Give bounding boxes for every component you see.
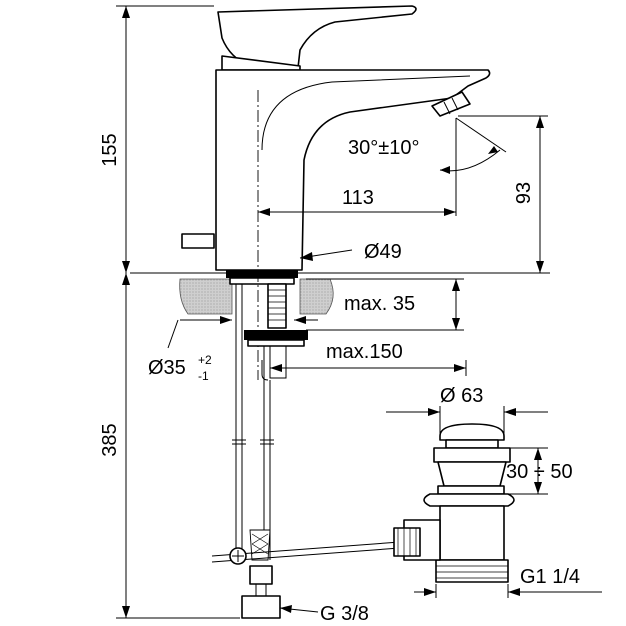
- aerator: [431, 91, 471, 117]
- dim-hole-diameter: Ø35 +2 -1: [148, 353, 212, 383]
- dim-93: 93: [513, 182, 535, 204]
- dim-connection-thread: G 3/8: [320, 603, 369, 625]
- fixing-assembly: [244, 283, 308, 381]
- dim-max-35: max. 35: [344, 293, 415, 315]
- dim-155: 155: [99, 133, 121, 166]
- dim-385: 385: [99, 423, 121, 456]
- dim-max-150: max.150: [326, 341, 403, 363]
- svg-text:+2: +2: [198, 353, 212, 367]
- svg-text:-1: -1: [198, 369, 209, 383]
- svg-text:Ø35: Ø35: [148, 357, 186, 379]
- dimension-labels: 155 385 93 30°±10° 113 Ø49 max. 35 Ø35 +…: [99, 133, 580, 625]
- dimension-arrows: [122, 6, 544, 618]
- dim-113: 113: [342, 187, 374, 209]
- dim-waste-adjust: 30 ÷ 50: [506, 461, 573, 483]
- dim-waste-thread: G1 1/4: [520, 566, 580, 588]
- dim-body-diameter: Ø49: [364, 241, 402, 263]
- popup-knob: [181, 233, 215, 249]
- faucet-body: [181, 5, 491, 285]
- linkage-rod: [211, 541, 401, 565]
- countertop: [130, 272, 550, 315]
- dim-angle: 30°±10°: [348, 137, 419, 159]
- dim-waste-diameter: Ø 63: [440, 385, 483, 407]
- waste-valve: [393, 423, 515, 583]
